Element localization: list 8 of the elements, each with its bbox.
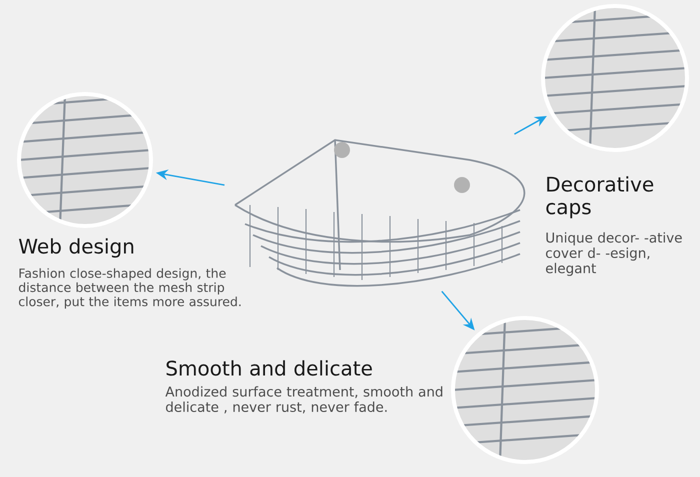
detail-photo-drawing [451, 316, 599, 464]
feature-heading: Smooth and delicate [166, 360, 372, 376]
detail-photo-drawing [17, 92, 153, 228]
feature-heading: Decorative caps [546, 176, 654, 218]
wire-basket-drawing [234, 139, 526, 287]
feature-description: Fashion close-shaped design, the distance between the mesh strip closer, put the items more assured. [18, 268, 241, 309]
feature-description: Unique decor- -ative cover d- -esign, elegant [546, 232, 682, 276]
detail-photo-drawing [541, 4, 689, 152]
